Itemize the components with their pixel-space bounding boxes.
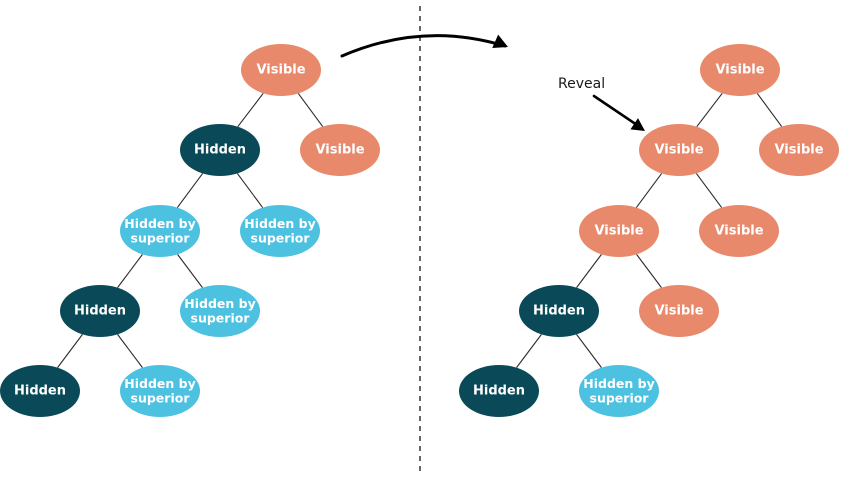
left-tree-edges	[57, 92, 324, 368]
node-ellipse	[241, 44, 321, 96]
tree-edge	[237, 92, 264, 128]
tree-edge	[696, 92, 723, 128]
tree-node-hidden[interactable]: Hidden	[180, 124, 260, 176]
transition-arrow-curve	[340, 34, 507, 58]
tree-node-visible[interactable]: Visible	[300, 124, 380, 176]
node-ellipse	[579, 205, 659, 257]
reveal-arrow-line	[592, 94, 642, 129]
reveal-callout: Reveal	[558, 76, 645, 131]
tree-edge	[57, 334, 83, 368]
node-ellipse	[120, 365, 200, 417]
node-ellipse	[759, 124, 839, 176]
tree-edge	[695, 173, 723, 208]
node-ellipse	[180, 285, 260, 337]
node-ellipse	[60, 285, 140, 337]
tree-edge	[236, 173, 264, 208]
tree-node-visible[interactable]: Visible	[699, 205, 779, 257]
tree-edge	[117, 254, 143, 288]
node-ellipse	[240, 205, 320, 257]
transition-arrow	[340, 34, 508, 58]
tree-node-hidden[interactable]: Hidden	[519, 285, 599, 337]
tree-edge	[117, 334, 143, 368]
node-ellipse	[639, 285, 719, 337]
node-ellipse	[180, 124, 260, 176]
tree-node-visible[interactable]: Visible	[759, 124, 839, 176]
right-tree-edges	[516, 92, 783, 368]
tree-edge	[176, 173, 204, 208]
node-ellipse	[699, 205, 779, 257]
node-ellipse	[300, 124, 380, 176]
node-ellipse	[120, 205, 200, 257]
tree-edge	[636, 254, 662, 288]
node-ellipse	[459, 365, 539, 417]
tree-node-visible[interactable]: Visible	[639, 285, 719, 337]
tree-node-visible[interactable]: Visible	[700, 44, 780, 96]
tree-node-visible[interactable]: Visible	[579, 205, 659, 257]
transition-arrow-head	[492, 34, 508, 48]
node-ellipse	[519, 285, 599, 337]
tree-edge	[635, 173, 663, 208]
tree-edge	[516, 334, 542, 368]
reveal-arrow-head	[630, 118, 645, 131]
node-ellipse	[700, 44, 780, 96]
node-ellipse	[0, 365, 80, 417]
tree-edge	[576, 254, 602, 288]
tree-node-visible[interactable]: Visible	[241, 44, 321, 96]
node-ellipse	[639, 124, 719, 176]
tree-node-hidden[interactable]: Hidden	[60, 285, 140, 337]
node-ellipse	[579, 365, 659, 417]
tree-edge	[177, 254, 203, 288]
tree-node-hidden[interactable]: Hidden	[0, 365, 80, 417]
tree-edge	[576, 334, 602, 368]
tree-node-hidden[interactable]: Hidden	[459, 365, 539, 417]
tree-edge	[297, 93, 324, 127]
reveal-label: Reveal	[558, 76, 605, 92]
tree-edge	[756, 93, 783, 127]
tree-node-visible[interactable]: Visible	[639, 124, 719, 176]
